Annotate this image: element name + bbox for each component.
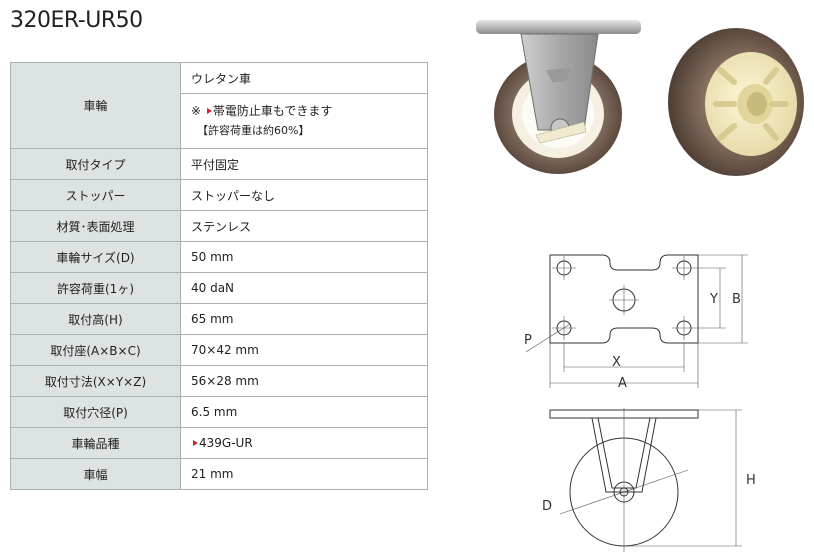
table-row: 材質･表面処理 ステンレス [10,210,428,242]
spec-table: 車輪 ウレタン車 ※ 帯電防止車もできます 【許容荷重は約60%】 取付タイプ … [10,62,428,490]
dim-label-p: P [524,333,532,348]
table-row: 車輪品種 439G-UR [10,427,428,459]
table-row: ストッパー ストッパーなし [10,179,428,211]
spec-label-wheel: 車輪 [10,62,181,149]
dim-label-d: D [542,499,552,514]
antistatic-link[interactable]: 帯電防止車もできます [212,104,333,118]
spec-value: ステンレス [180,210,428,242]
spec-value: 6.5 mm [180,396,428,428]
table-row: 取付穴径(P) 6.5 mm [10,396,428,428]
table-row: 取付寸法(X×Y×Z) 56×28 mm [10,365,428,397]
dim-label-a: A [618,376,627,391]
spec-label: 取付穴径(P) [10,396,181,428]
side-view-drawing: H D [542,408,756,552]
spec-label: 取付タイプ [10,148,181,180]
caster-front-photo [476,20,641,174]
spec-label: 取付寸法(X×Y×Z) [10,365,181,397]
top-view-drawing: X A Y B P [524,254,748,391]
dim-label-b: B [732,292,741,307]
table-row: 取付タイプ 平付固定 [10,148,428,180]
table-row: ※ 帯電防止車もできます 【許容荷重は約60%】 [11,93,428,149]
spec-label: 車幅 [10,458,181,490]
spec-label: 材質･表面処理 [10,210,181,242]
table-row: 取付座(A×B×C) 70×42 mm [10,334,428,366]
spec-label: 許容荷重(1ヶ) [10,272,181,304]
model-title: 320ER-UR50 [10,8,143,33]
dim-label-y: Y [709,292,718,307]
table-row: 取付高(H) 65 mm [10,303,428,335]
wheel-photo [668,28,804,176]
note-prefix: ※ [191,104,205,118]
dim-label-x: X [612,355,621,370]
spec-label: 取付座(A×B×C) [10,334,181,366]
wheel-code-link[interactable]: 439G-UR [199,436,253,450]
spec-value: 21 mm [180,458,428,490]
spec-value: ストッパーなし [180,179,428,211]
table-row: 車輪 ウレタン車 [10,62,428,149]
spec-label: ストッパー [10,179,181,211]
dim-label-h: H [746,473,756,488]
spec-value: 40 daN [180,272,428,304]
spec-label: 取付高(H) [10,303,181,335]
spec-value: 56×28 mm [180,365,428,397]
spec-value-wheel-code: 439G-UR [180,427,428,459]
spec-value: 65 mm [180,303,428,335]
table-row: 許容荷重(1ヶ) 40 daN [10,272,428,304]
table-row: 車幅 21 mm [10,458,428,490]
spec-value-wheel: ウレタン車 [180,62,428,94]
note-sub: 【許容荷重は約60%】 [197,124,310,137]
spec-note-wheel: ※ 帯電防止車もできます 【許容荷重は約60%】 [180,93,428,149]
spec-value: 平付固定 [180,148,428,180]
spec-value: 70×42 mm [180,334,428,366]
table-row: 車輪サイズ(D) 50 mm [10,241,428,273]
spec-value: 50 mm [180,241,428,273]
red-triangle-icon [206,108,212,114]
spec-label: 車輪品種 [10,427,181,459]
red-triangle-icon [193,440,198,446]
note-line: ※ 帯電防止車もできます [191,101,427,121]
spec-label: 車輪サイズ(D) [10,241,181,273]
